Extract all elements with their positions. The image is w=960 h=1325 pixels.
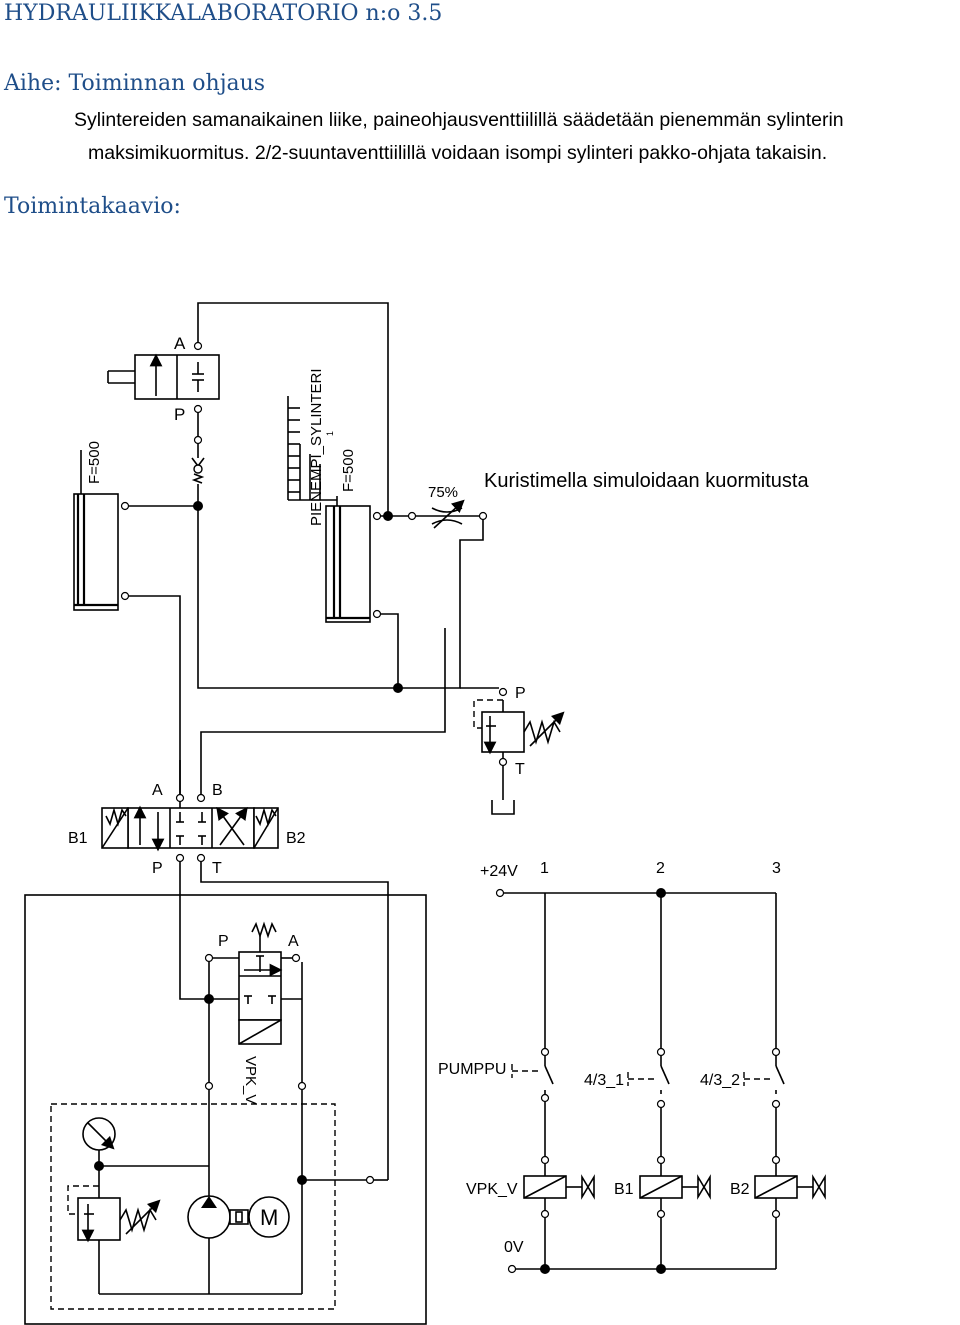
electric-schematic: +24V 1 2 3 PUMPPU VPK_V [438,860,826,1274]
ground-label: 0V [504,1239,524,1256]
system-relief-valve [67,1176,161,1294]
relief-port-p: P [515,685,526,702]
throttle-valve: 75% Kuristimella simuloidaan kuormitusta [407,470,809,529]
vpk-port-a: A [288,933,299,950]
throttle-percent: 75% [428,484,458,501]
hydraulic-pump [187,1195,249,1294]
description: Sylintereiden samanaikainen liike, paine… [74,104,958,170]
dir-valve-b2: B2 [286,830,306,847]
relief-port-t: T [515,761,525,778]
subject-heading: Aihe: Toiminnan ohjaus [4,71,266,96]
cylinder-left: F=500 [73,441,130,611]
cylinder-small: PIENEMPI_SYLINTERI 1 F=500 [287,368,382,623]
throttle-note: Kuristimella simuloidaan kuormitusta [484,470,809,492]
vpk-label: VPK_V [242,1056,259,1104]
directional-valve-4-3: A B P T B1 B2 [68,782,306,877]
valve-top-port-a: A [174,334,186,353]
cylinder-small-force: F=500 [340,449,357,492]
description-line-2: maksimikuormitus. 2/2-suuntaventtiilillä… [88,142,828,164]
check-valve [191,444,205,506]
cylinder-small-comb [288,407,321,500]
cylinder-small-index: 1 [325,431,335,436]
pressure-relief-valve: P T [473,685,565,815]
dir-valve-port-t: T [212,860,222,877]
rung-3-label: 3 [772,860,781,877]
coil-2-label: B1 [614,1181,634,1198]
switch-1-label: PUMPPU [438,1061,506,1078]
cylinder-left-force: F=500 [86,441,103,484]
dir-valve-port-p: P [152,860,163,877]
dir-valve-port-b: B [212,782,223,799]
coil-1-label: VPK_V [466,1181,518,1198]
valve-vpk: P A VPK_V [204,921,301,1104]
electric-motor: M [248,1196,290,1238]
power-unit-frame [24,894,427,1325]
switch-2-label: 4/3_1 [584,1072,624,1089]
vpk-port-p: P [218,933,229,950]
rung-1-label: 1 [540,860,549,877]
dir-valve-b1: B1 [68,830,88,847]
coil-3-label: B2 [730,1181,750,1198]
page-title: HYDRAULIIKKALABORATORIO n:o 3.5 [4,1,443,26]
rung-2-label: 2 [656,860,665,877]
valve-top-port-p: P [174,405,185,424]
motor-label: M [260,1205,278,1230]
switch-3-label: 4/3_2 [700,1072,740,1089]
supply-label: +24V [480,863,518,880]
dir-valve-port-a: A [152,782,163,799]
pump-unit-dashed-frame [50,1103,336,1310]
flowchart-title: Toimintakaavio: [4,194,181,219]
cylinder-small-name: PIENEMPI_SYLINTERI [308,368,325,526]
valve-2-2-top: A P [107,334,220,424]
description-line-1: Sylintereiden samanaikainen liike, paine… [74,109,844,131]
